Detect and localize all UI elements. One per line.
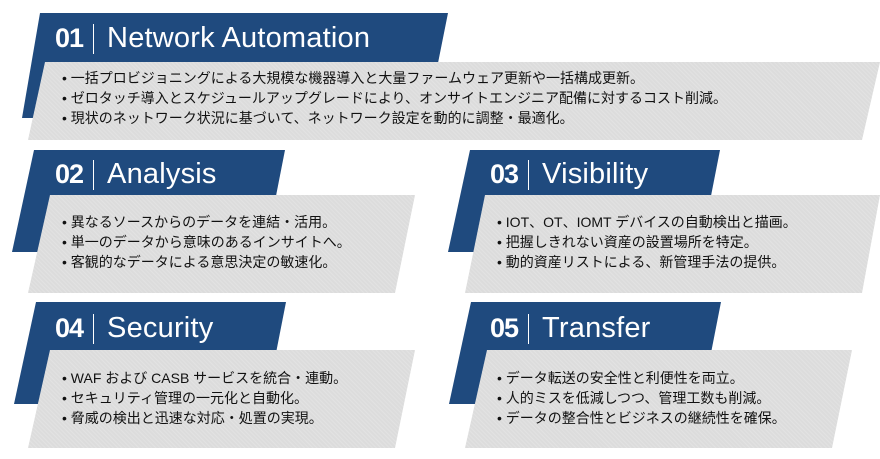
card-header: 02 Analysis bbox=[55, 158, 217, 191]
bullet-list: データ転送の安全性と利便性を両立。人的ミスを低減しつつ、管理工数も削減。データの… bbox=[497, 368, 786, 428]
card-title: Visibility bbox=[542, 158, 649, 190]
bullet-item: WAF および CASB サービスを統合・連動。 bbox=[62, 368, 347, 388]
bullet-list: IOT、OT、IOMT デバイスの自動検出と描画。把握しきれない資産の設置場所を… bbox=[497, 212, 797, 272]
card-title: Transfer bbox=[542, 312, 651, 344]
card-title: Network Automation bbox=[107, 22, 371, 54]
bullet-item: 人的ミスを低減しつつ、管理工数も削減。 bbox=[497, 388, 786, 408]
card-header: 03 Visibility bbox=[490, 158, 648, 191]
card-number: 02 bbox=[55, 159, 84, 189]
bullet-item: データ転送の安全性と利便性を両立。 bbox=[497, 368, 786, 388]
bullet-list: 異なるソースからのデータを連結・活用。単一のデータから意味のあるインサイトへ。客… bbox=[62, 212, 351, 272]
bullet-item: データの整合性とビジネスの継続性を確保。 bbox=[497, 408, 786, 428]
card-number: 03 bbox=[490, 159, 519, 189]
divider bbox=[93, 313, 95, 344]
card-number: 05 bbox=[490, 313, 519, 343]
bullet-item: セキュリティ管理の一元化と自動化。 bbox=[62, 388, 347, 408]
bullet-item: 一括プロビジョニングによる大規模な機器導入と大量ファームウェア更新や一括構成更新… bbox=[62, 68, 727, 88]
bullet-item: 客観的なデータによる意思決定の敏速化。 bbox=[62, 252, 351, 272]
bullet-item: 単一のデータから意味のあるインサイトへ。 bbox=[62, 232, 351, 252]
divider bbox=[528, 159, 530, 190]
card-header: 05 Transfer bbox=[490, 312, 651, 345]
bullet-list: WAF および CASB サービスを統合・連動。セキュリティ管理の一元化と自動化… bbox=[62, 368, 347, 428]
bullet-item: 現状のネットワーク状況に基づいて、ネットワーク設定を動的に調整・最適化。 bbox=[62, 108, 727, 128]
card-title: Analysis bbox=[107, 158, 217, 190]
card-title: Security bbox=[107, 312, 214, 344]
divider bbox=[528, 313, 530, 344]
card-header: 01 Network Automation bbox=[55, 22, 370, 55]
bullet-item: 動的資産リストによる、新管理手法の提供。 bbox=[497, 252, 797, 272]
card-number: 01 bbox=[55, 23, 84, 53]
bullet-list: 一括プロビジョニングによる大規模な機器導入と大量ファームウェア更新や一括構成更新… bbox=[62, 68, 727, 128]
bullet-item: IOT、OT、IOMT デバイスの自動検出と描画。 bbox=[497, 212, 797, 232]
bullet-item: ゼロタッチ導入とスケジュールアップグレードにより、オンサイトエンジニア配備に対す… bbox=[62, 88, 727, 108]
bullet-item: 把握しきれない資産の設置場所を特定。 bbox=[497, 232, 797, 252]
card-header: 04 Security bbox=[55, 312, 213, 345]
divider bbox=[93, 23, 95, 54]
card-number: 04 bbox=[55, 313, 84, 343]
divider bbox=[93, 159, 95, 190]
bullet-item: 脅威の検出と迅速な対応・処置の実現。 bbox=[62, 408, 347, 428]
bullet-item: 異なるソースからのデータを連結・活用。 bbox=[62, 212, 351, 232]
